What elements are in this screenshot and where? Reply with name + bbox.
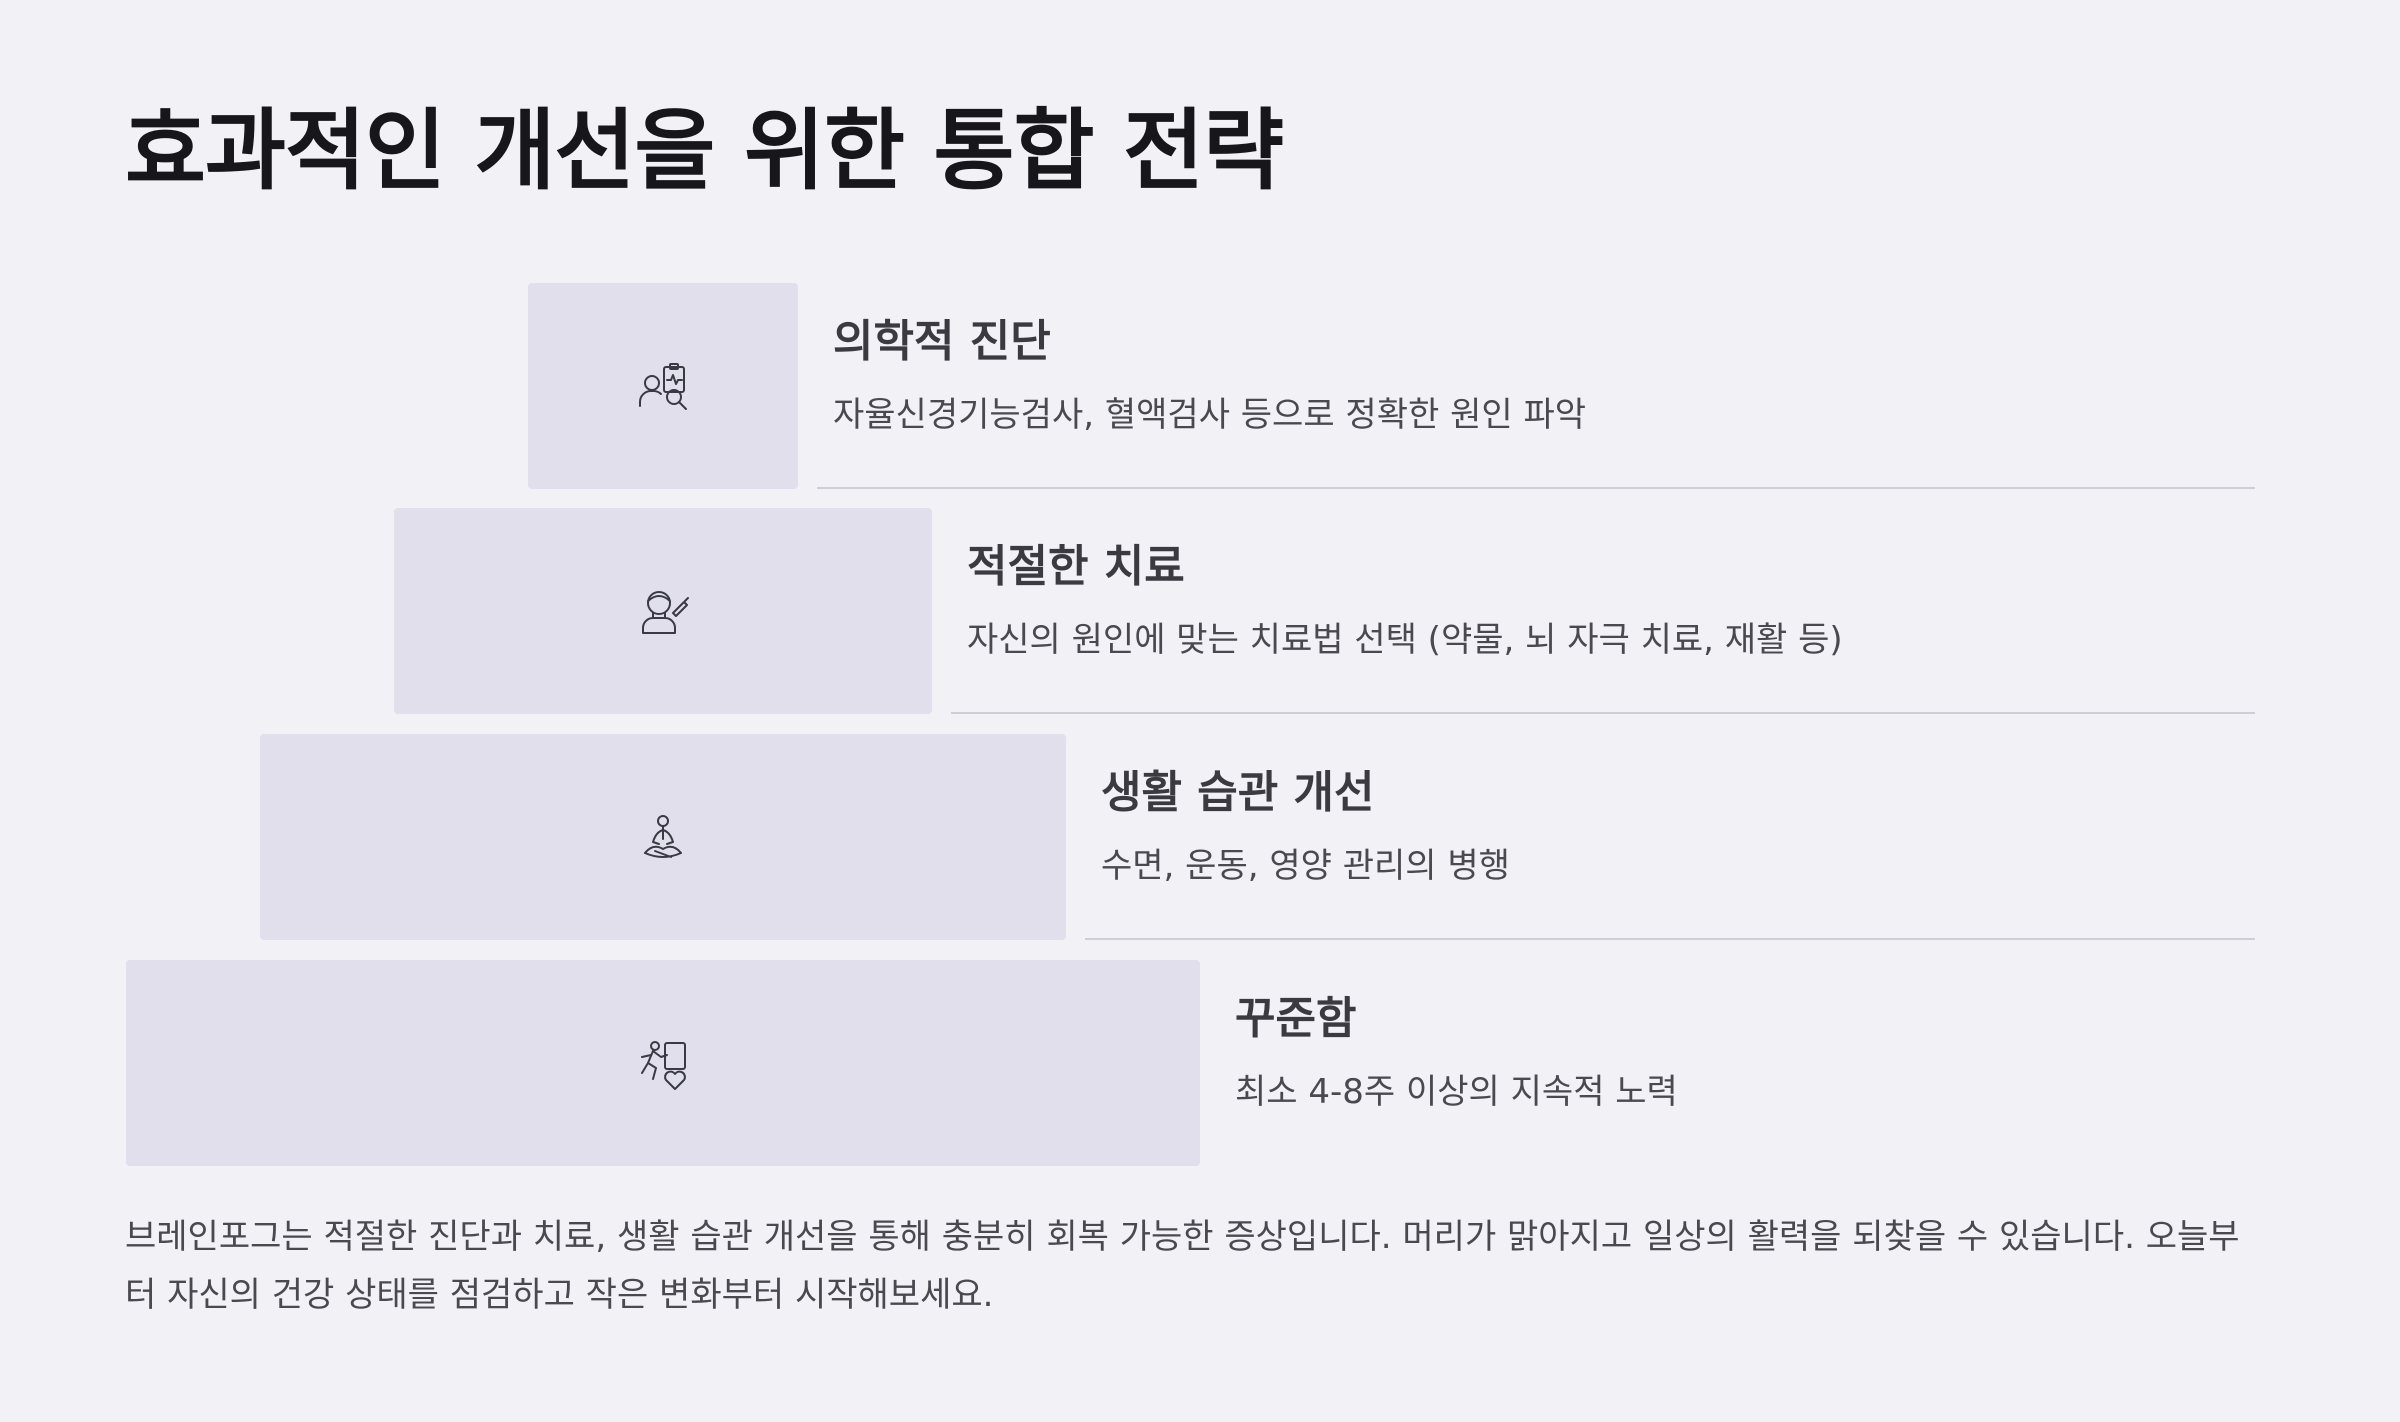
meditation-icon [635, 809, 691, 865]
tier-lifestyle-improvement: 생활 습관 개선 수면, 운동, 영양 관리의 병행 [0, 734, 2400, 942]
tier-description: 자신의 원인에 맞는 치료법 선택 (약물, 뇌 자극 치료, 재활 등) [967, 620, 1843, 660]
runner-heart-icon [635, 1035, 691, 1091]
tier-proper-treatment: 적절한 치료 자신의 원인에 맞는 치료법 선택 (약물, 뇌 자극 치료, 재… [0, 508, 2400, 716]
tier-title: 생활 습관 개선 [1101, 767, 1375, 818]
tier-icon-box [126, 960, 1200, 1166]
tier-icon-box [394, 508, 932, 714]
tier-description: 최소 4-8주 이상의 지속적 노력 [1235, 1072, 1678, 1112]
page-title: 효과적인 개선을 위한 통합 전략 [125, 99, 1284, 202]
tier-description: 자율신경기능검사, 혈액검사 등으로 정확한 원인 파악 [833, 395, 1587, 435]
tier-title: 의학적 진단 [833, 316, 1051, 367]
doctor-treatment-icon [635, 583, 691, 639]
tier-icon-box [260, 734, 1066, 940]
tier-title: 꾸준함 [1235, 993, 1357, 1044]
divider [1085, 938, 2255, 940]
divider [951, 712, 2255, 714]
tier-icon-box [528, 283, 798, 489]
tier-description: 수면, 운동, 영양 관리의 병행 [1101, 846, 1510, 886]
doctor-checkup-icon [635, 358, 691, 414]
tier-consistency: 꾸준함 최소 4-8주 이상의 지속적 노력 [0, 960, 2400, 1168]
summary-paragraph: 브레인포그는 적절한 진단과 치료, 생활 습관 개선을 통해 충분히 회복 가… [125, 1217, 2240, 1315]
tier-medical-diagnosis: 의학적 진단 자율신경기능검사, 혈액검사 등으로 정확한 원인 파악 [0, 283, 2400, 491]
tier-title: 적절한 치료 [967, 541, 1185, 592]
divider [817, 487, 2255, 489]
